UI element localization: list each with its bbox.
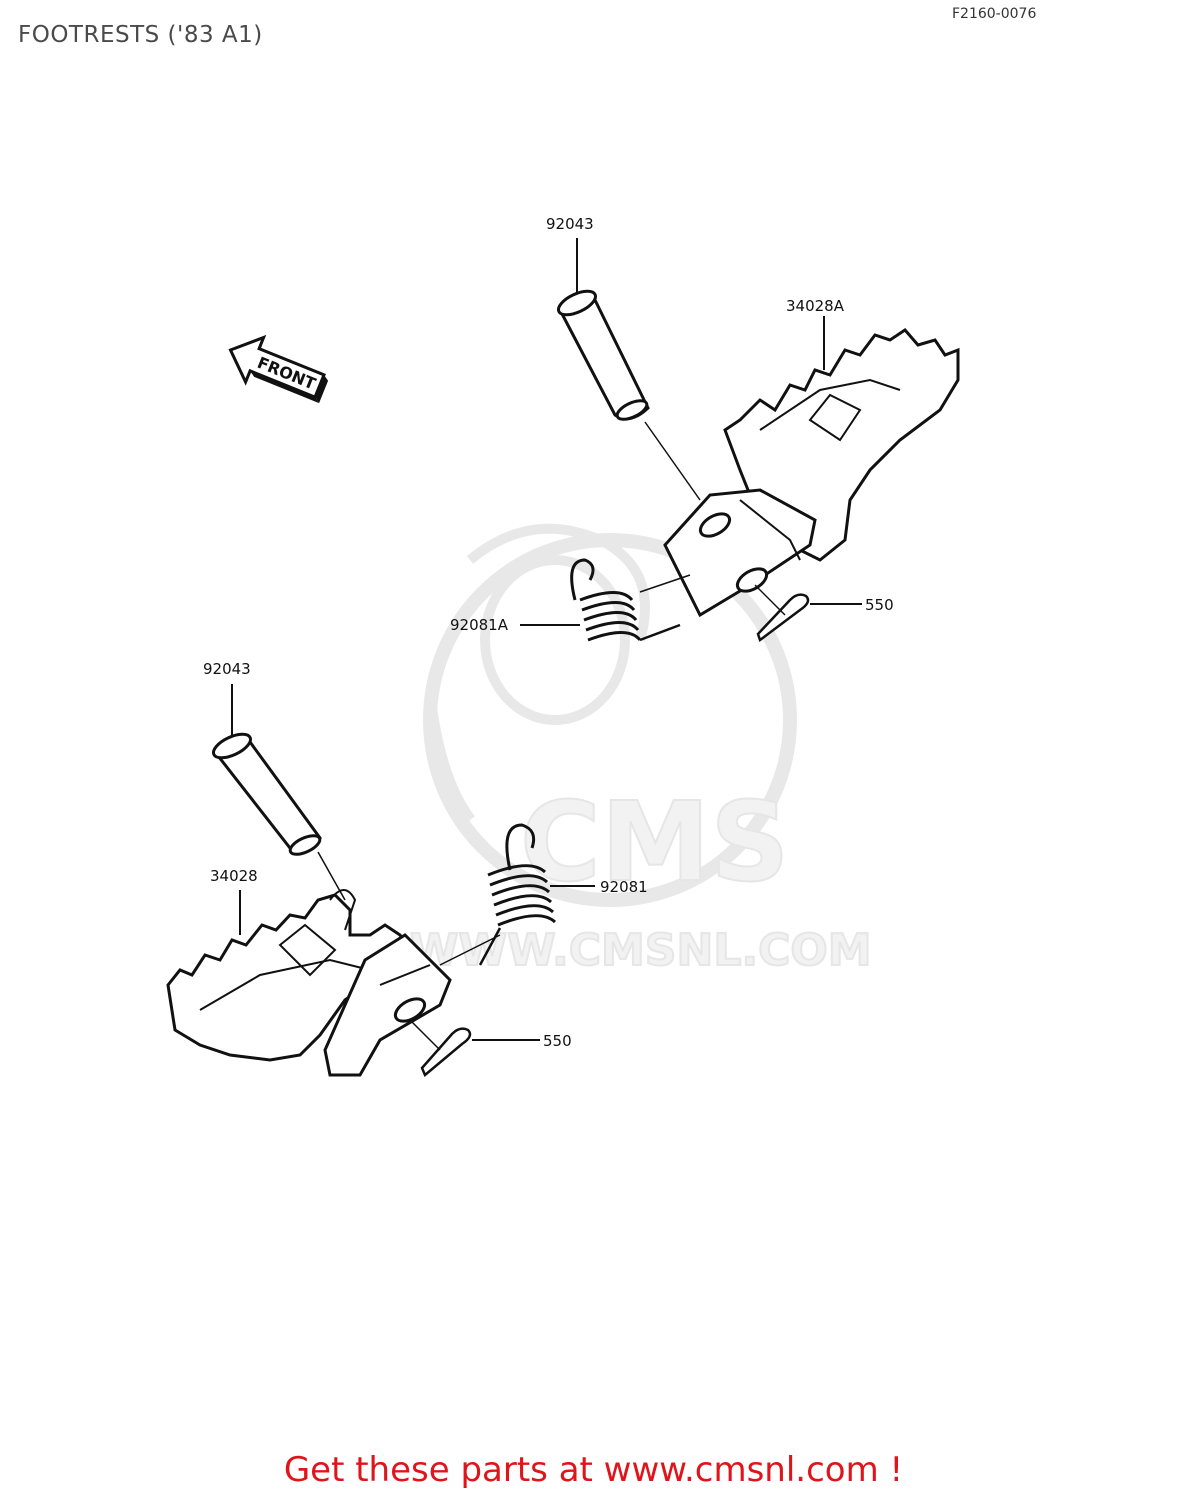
part-label-92043-lower: 92043 (203, 660, 251, 678)
footrest-lower (166, 889, 452, 1077)
footrest-upper (663, 316, 960, 618)
diagram-code: F2160-0076 (952, 6, 1037, 22)
part-label-550-upper: 550 (865, 596, 894, 614)
exploded-parts-diagram: CMS WWW.CMSNL.COM FRONT (166, 215, 960, 1078)
part-label-92081A: 92081A (450, 616, 509, 634)
part-label-34028A: 34028A (786, 297, 845, 315)
part-label-550-lower: 550 (543, 1032, 572, 1050)
watermark: CMS WWW.CMSNL.COM (409, 523, 873, 977)
cotter-pin-upper (754, 584, 862, 643)
watermark-url: WWW.CMSNL.COM (410, 925, 872, 976)
spring-lower (439, 823, 595, 966)
part-label-34028: 34028 (210, 867, 258, 885)
footer-link-text[interactable]: Get these parts at www.cmsnl.com ! (283, 1450, 904, 1490)
pin-upper (556, 238, 701, 501)
page-title: FOOTRESTS ('83 A1) (18, 22, 263, 48)
part-label-92043-upper: 92043 (546, 215, 594, 233)
pin-lower (211, 684, 346, 901)
front-arrow: FRONT (228, 334, 329, 404)
spring-upper (570, 558, 691, 642)
part-label-92081: 92081 (600, 878, 648, 896)
cotter-pin-lower (409, 1019, 540, 1078)
